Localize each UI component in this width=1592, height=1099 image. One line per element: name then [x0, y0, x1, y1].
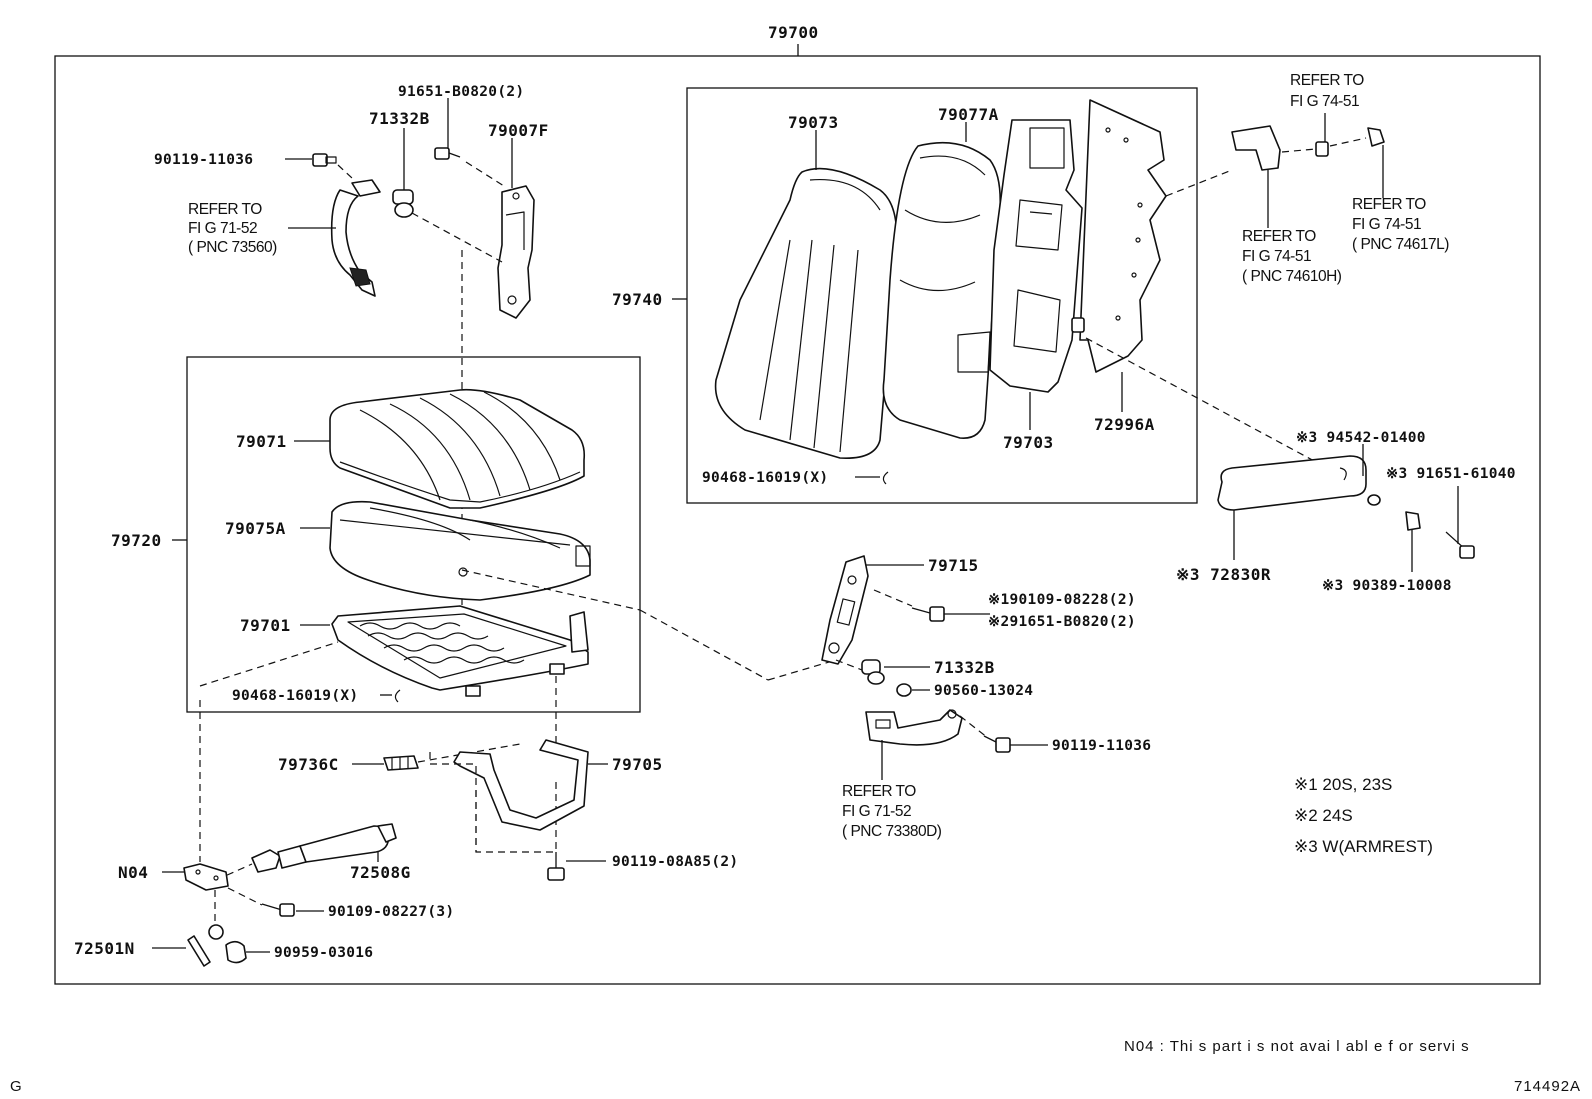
- clip-79736c: [383, 755, 419, 771]
- bracket-79007f: [497, 185, 535, 319]
- ref-armrest-top-line1: REFER TO: [1290, 72, 1364, 89]
- seatback-pad-79077a: [882, 141, 1002, 439]
- gas-spring-72508g: [251, 823, 397, 873]
- ref-buckle-line1: REFER TO: [842, 783, 916, 800]
- label-72508g: 72508G: [350, 863, 411, 882]
- label-79720: 79720: [111, 531, 162, 550]
- ref-seatbelt-line2: FI G 71-52: [188, 220, 257, 237]
- pin-72501n: [187, 924, 247, 967]
- label-91651-61040: ※3 91651-61040: [1386, 466, 1516, 482]
- label-90468-top: 90468-16019(X): [702, 470, 828, 486]
- label-94542-01400: ※3 94542-01400: [1296, 430, 1426, 446]
- ref-armrest-right-line3: ( PNC 74617L): [1352, 236, 1449, 253]
- collar-90389: [1405, 511, 1421, 531]
- bolt-seatback-side: [1071, 317, 1085, 333]
- label-79740: 79740: [612, 290, 663, 309]
- bushing-71332b-mid: [861, 659, 885, 685]
- corner-label-left: G: [10, 1078, 23, 1095]
- ref-seatbelt-line1: REFER TO: [188, 201, 262, 218]
- ref-armrest-top-line2: FI G 74-51: [1290, 93, 1359, 110]
- assembly-label: 79700: [768, 23, 819, 42]
- seatback-subframe: [686, 87, 1198, 504]
- label-90109-08227: 90109-08227(3): [328, 904, 454, 920]
- ref-buckle-line2: FI G 71-52: [842, 803, 911, 820]
- ref-armrest-right-line2: FI G 74-51: [1352, 216, 1421, 233]
- label-79705: 79705: [612, 755, 663, 774]
- ref-armrest-mid-line3: ( PNC 74610H): [1242, 268, 1342, 285]
- bolt-91651-b0820: [434, 147, 461, 160]
- label-90119-11036-mid: 90119-11036: [1052, 738, 1151, 754]
- label-91651-b0820-b: ※291651-B0820(2): [988, 614, 1136, 630]
- label-90468-bottom: 90468-16019(X): [232, 688, 358, 704]
- cushion-pad-79075a: [329, 500, 591, 601]
- ref-armrest-mid-line1: REFER TO: [1242, 228, 1316, 245]
- bushing-71332b-top: [392, 189, 414, 218]
- label-72501n: 72501N: [74, 939, 135, 958]
- ref-armrest-right-line1: REFER TO: [1352, 196, 1426, 213]
- armrest-bracket-top: [1231, 125, 1281, 171]
- label-71332b-mid: 71332B: [934, 658, 995, 677]
- seatback-board-72996a: [1079, 99, 1167, 373]
- cap-armrest-top: [1367, 127, 1385, 147]
- label-n04: N04: [118, 863, 148, 882]
- buckle-anchor: [865, 709, 963, 746]
- footnote: N04 : Thi s part i s not avai l abl e f …: [1124, 1038, 1470, 1055]
- bolt-90119-11036-mid: [983, 735, 1011, 753]
- bolt-90109-08228: [911, 606, 945, 622]
- label-79715: 79715: [928, 556, 979, 575]
- label-90560-13024: 90560-13024: [934, 683, 1033, 699]
- label-79703: 79703: [1003, 433, 1054, 452]
- label-79071: 79071: [236, 432, 287, 451]
- label-79007f: 79007F: [488, 121, 549, 140]
- cushion-frame-79701: [331, 605, 589, 697]
- label-90119-11036-top: 90119-11036: [154, 152, 253, 168]
- label-72830r: ※3 72830R: [1176, 565, 1271, 584]
- label-72996a: 72996A: [1094, 415, 1155, 434]
- bolt-90119-08a85: [547, 852, 565, 881]
- headrest-cover-79073: [714, 167, 898, 459]
- label-79736c: 79736C: [278, 755, 339, 774]
- legend-note-2: ※2 24S: [1294, 806, 1353, 825]
- legend-note-3: ※3 W(ARMREST): [1294, 837, 1433, 856]
- washer-90560: [896, 683, 912, 697]
- figure-code: 714492A: [1514, 1078, 1581, 1095]
- assembly-frame: [54, 55, 1541, 985]
- bracket-n04: [183, 863, 229, 891]
- bracket-79705: [453, 739, 589, 831]
- legend-note-1: ※1 20S, 23S: [1294, 775, 1392, 794]
- cushion-subframe: [186, 356, 641, 713]
- label-90959-03016: 90959-03016: [274, 945, 373, 961]
- label-90109-08228: ※190109-08228(2): [988, 592, 1136, 608]
- label-71332b-top: 71332B: [369, 109, 430, 128]
- bolt-top-left: [312, 153, 337, 167]
- label-79701: 79701: [240, 616, 291, 635]
- washer-armrest: [1367, 494, 1381, 506]
- bolt-90109-08227: [261, 903, 295, 917]
- seatback-frame-79703: [989, 119, 1083, 393]
- armrest-72830r: [1217, 455, 1367, 511]
- label-79077a: 79077A: [938, 105, 999, 124]
- seatbelt-anchor-top: [330, 179, 381, 297]
- label-79075a: 79075A: [225, 519, 286, 538]
- bracket-79715: [821, 555, 869, 665]
- cushion-cover-79071: [329, 388, 586, 509]
- label-91651-b0820: 91651-B0820(2): [398, 84, 524, 100]
- label-90119-08a85: 90119-08A85(2): [612, 854, 738, 870]
- label-90389-10008: ※3 90389-10008: [1322, 578, 1452, 594]
- bolt-91651-61040: [1445, 531, 1475, 559]
- ref-armrest-mid-line2: FI G 74-51: [1242, 248, 1311, 265]
- label-79073: 79073: [788, 113, 839, 132]
- ref-buckle-line3: ( PNC 73380D): [842, 823, 942, 840]
- bolt-armrest-top: [1315, 141, 1329, 157]
- ref-seatbelt-line3: ( PNC 73560): [188, 239, 277, 256]
